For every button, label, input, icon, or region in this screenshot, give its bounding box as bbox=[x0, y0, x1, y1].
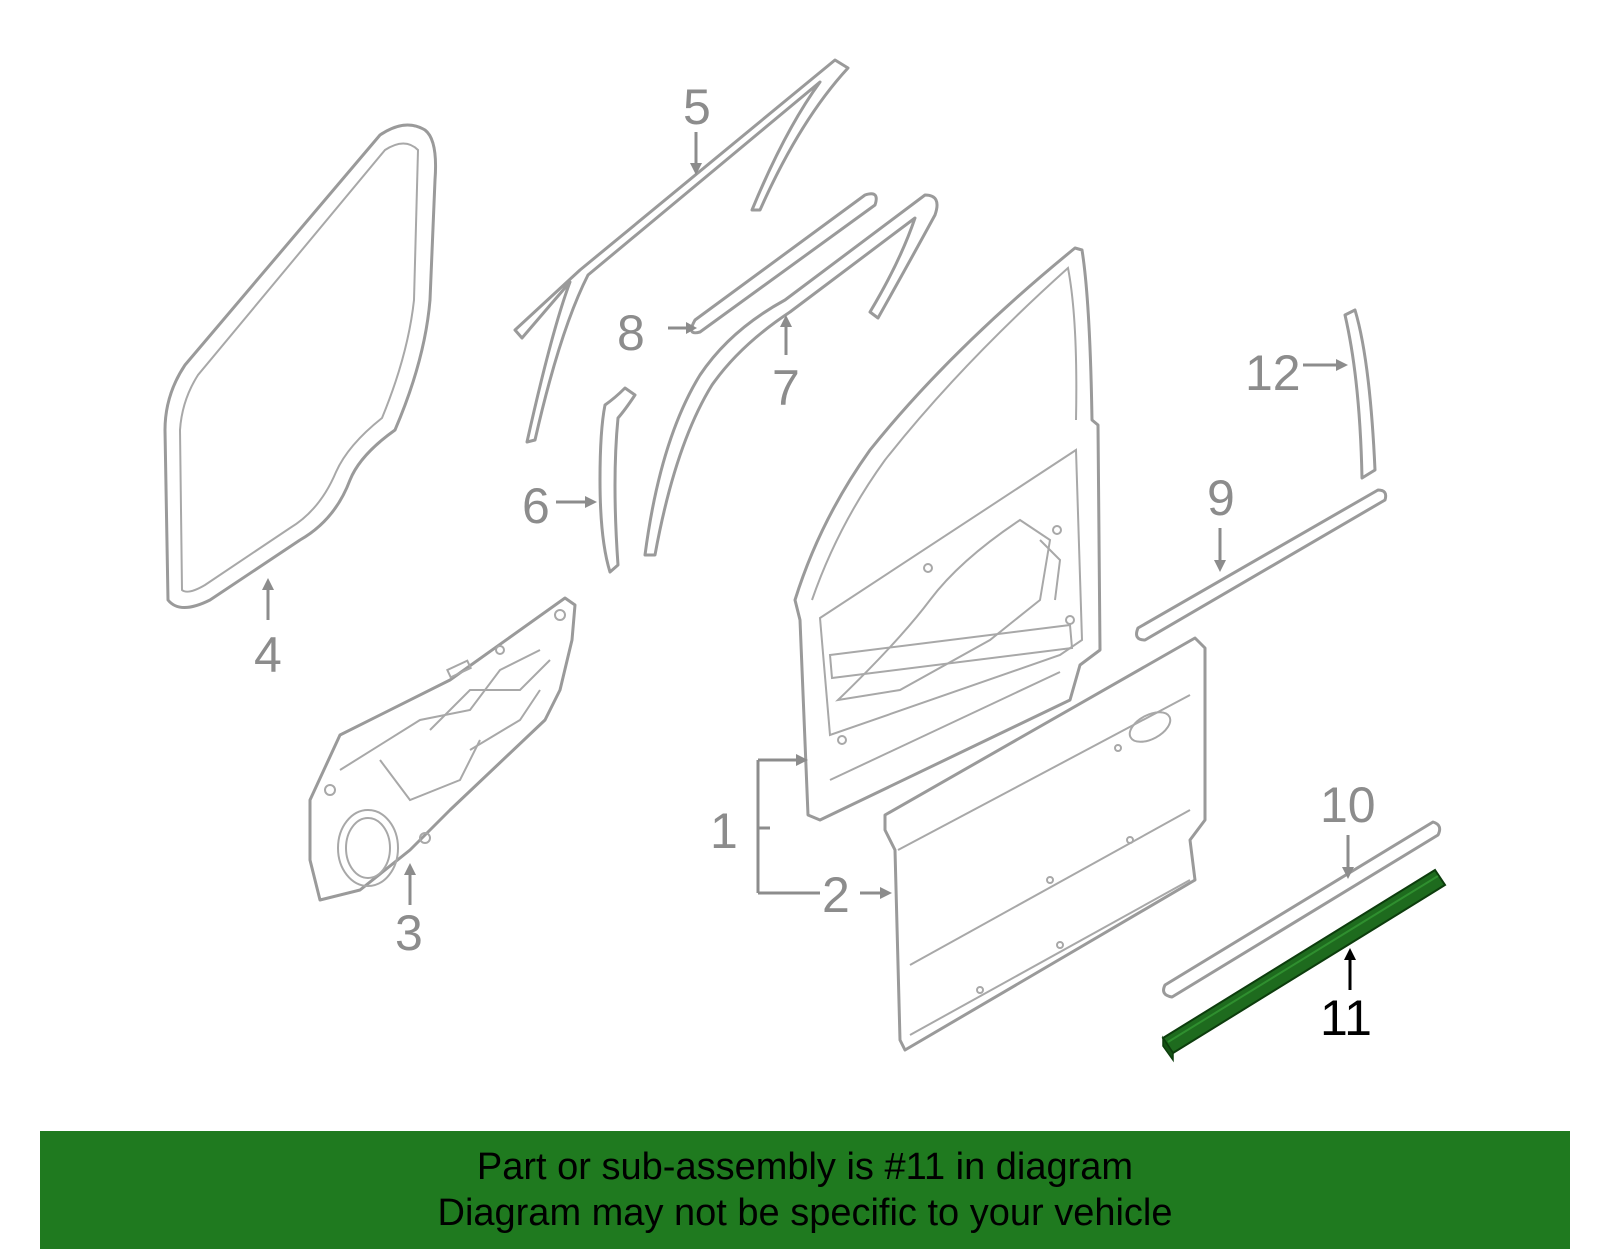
part-8-trim-strip[interactable] bbox=[690, 192, 878, 335]
callout-2: 2 bbox=[822, 867, 850, 923]
part-4-door-seal[interactable] bbox=[163, 123, 437, 609]
callout-7: 7 bbox=[772, 360, 800, 416]
callout-9: 9 bbox=[1207, 470, 1235, 526]
callout-1: 1 bbox=[710, 803, 738, 859]
leader-lines bbox=[262, 132, 1356, 990]
callout-12: 12 bbox=[1245, 345, 1301, 401]
callout-6: 6 bbox=[522, 478, 550, 534]
part-11-rocker-molding[interactable] bbox=[1161, 868, 1447, 1063]
callout-5: 5 bbox=[683, 79, 711, 135]
part-9-belt-molding[interactable] bbox=[1135, 488, 1388, 642]
part-5-run-channel[interactable] bbox=[513, 58, 850, 444]
part-10-molding[interactable] bbox=[1162, 820, 1442, 999]
callout-8: 8 bbox=[617, 305, 645, 361]
callout-4: 4 bbox=[254, 627, 282, 683]
part-3-regulator[interactable] bbox=[308, 596, 577, 902]
part-7-glass-run[interactable] bbox=[643, 193, 939, 557]
banner-line-part: Part or sub-assembly is #11 in diagram bbox=[476, 1146, 1134, 1188]
callout-10: 10 bbox=[1320, 777, 1376, 833]
part-2-outer-panel[interactable] bbox=[883, 636, 1207, 1052]
callout-3: 3 bbox=[395, 905, 423, 961]
part-6-division-bar[interactable] bbox=[598, 386, 637, 574]
part-1-door-shell[interactable] bbox=[793, 246, 1102, 822]
part-12-applique[interactable] bbox=[1343, 308, 1377, 480]
callout-11: 11 bbox=[1320, 990, 1372, 1046]
callout-labels: 5 4 8 7 6 12 9 1 2 3 10 11 bbox=[254, 79, 1376, 1046]
banner-line-disclaimer: Diagram may not be specific to your vehi… bbox=[437, 1192, 1173, 1234]
info-banner: Part or sub-assembly is #11 in diagram D… bbox=[40, 1131, 1570, 1249]
